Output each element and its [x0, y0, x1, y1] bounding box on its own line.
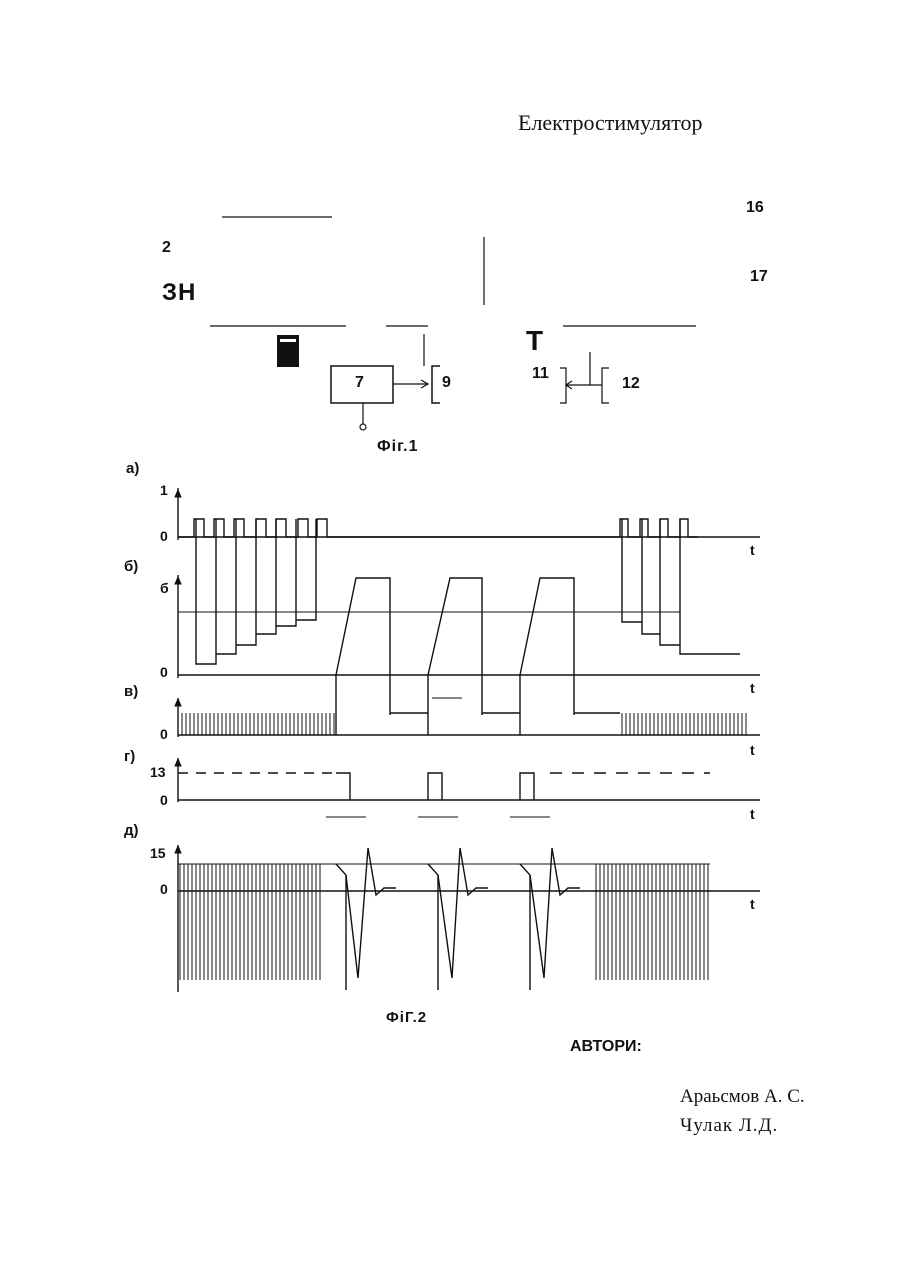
time-label-a: t	[750, 542, 755, 558]
figure-2-drawing	[0, 0, 900, 1010]
panel-label-v: в)	[124, 683, 138, 700]
time-label-v: t	[750, 742, 755, 758]
ylabel-a-1: 1	[160, 482, 168, 498]
panel-label-a: а)	[126, 460, 139, 477]
ylabel-d-15: 15	[150, 845, 166, 861]
ylabel-g-13: 13	[150, 764, 166, 780]
ylabel-a-0: 0	[160, 528, 168, 544]
panel-label-b: б)	[124, 558, 138, 575]
panel-label-d: д)	[124, 822, 139, 839]
ylabel-b-0: 0	[160, 664, 168, 680]
ylabel-b-top: б	[160, 580, 169, 596]
time-label-g: t	[750, 806, 755, 822]
panel-label-g: г)	[124, 748, 135, 765]
authors-heading: АВТОРИ:	[570, 1038, 642, 1056]
author-2: Чулак Л.Д.	[680, 1115, 778, 1137]
ylabel-d-0: 0	[160, 881, 168, 897]
time-label-d: t	[750, 896, 755, 912]
author-1: Араьсмов А. С.	[680, 1086, 805, 1108]
ylabel-g-0: 0	[160, 792, 168, 808]
ylabel-v-0: 0	[160, 726, 168, 742]
figure-2-caption: ФіГ.2	[386, 1009, 427, 1026]
time-label-b: t	[750, 680, 755, 696]
